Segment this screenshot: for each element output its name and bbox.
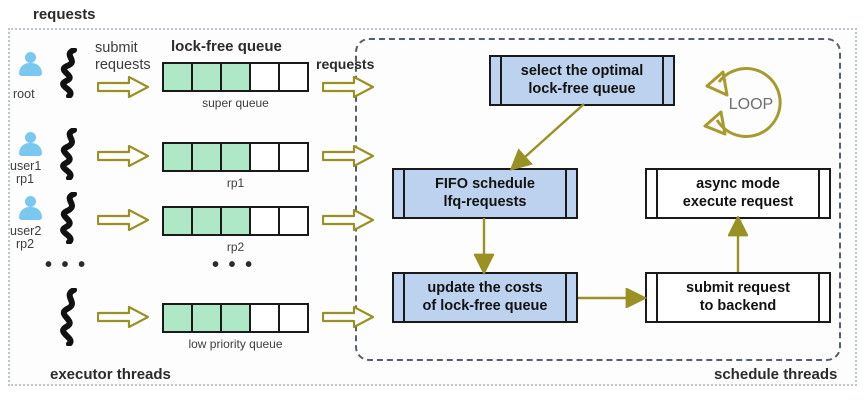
avatar-body-icon [19, 207, 42, 220]
queue-cell [249, 206, 280, 236]
thread-squiggle-user1 [60, 128, 77, 180]
thread-squiggle-user2 [60, 192, 77, 244]
queue-cell [162, 62, 193, 92]
user-label-root: root [13, 87, 35, 101]
submit-arrow-user1 [97, 145, 149, 167]
submit-arrow-low-priority [97, 306, 149, 328]
queue-cell [162, 303, 193, 333]
submit-arrow-user2 [97, 209, 149, 231]
queue-label-rp1: rp1 [226, 176, 245, 190]
connector-submit-to-async [728, 216, 748, 272]
avatar-head-icon [25, 132, 36, 143]
queue-cell [191, 142, 222, 172]
connector-update-to-submit [578, 288, 648, 308]
connector-select-to-fifo [509, 103, 585, 171]
submit-arrow-root [97, 76, 149, 98]
queue-label-super: super queue [202, 96, 269, 110]
queue-cell [249, 303, 280, 333]
queue-cell [278, 62, 309, 92]
queues-ellipsis: • • • [212, 254, 255, 276]
user-avatar-user1 [17, 132, 43, 158]
queue-label-rp2: rp2 [226, 240, 245, 254]
requests-arrow-rp1 [322, 145, 374, 167]
loop-label: LOOP [728, 96, 774, 113]
queue-cell [278, 303, 309, 333]
queue-cell [191, 303, 222, 333]
queue-cell [220, 62, 251, 92]
thread-squiggle-root [60, 48, 77, 98]
queue-cell [162, 206, 193, 236]
queue-cell [220, 206, 251, 236]
queue-cell [220, 303, 251, 333]
queue-cell [249, 142, 280, 172]
requests-title-label: requests [33, 6, 96, 23]
loop-indicator [697, 52, 805, 152]
queue-rp1 [162, 142, 309, 172]
loop-circular-arrow-icon [703, 67, 782, 138]
queue-cell [220, 142, 251, 172]
queue-super [162, 62, 309, 92]
user-label-rp1: rp1 [16, 172, 35, 186]
executor-threads-label: executor threads [50, 366, 171, 383]
requests-arrow-rp2 [322, 209, 374, 231]
requests-arrow-low-priority [322, 306, 374, 328]
queue-cell [191, 62, 222, 92]
queue-cell [278, 206, 309, 236]
user-avatar-user2 [17, 196, 43, 222]
user-avatar-root [17, 52, 43, 78]
queue-cell [191, 206, 222, 236]
avatar-head-icon [25, 52, 36, 63]
user-label-rp2: rp2 [16, 237, 35, 251]
user-label-user2: user2 [10, 224, 42, 238]
queue-cell [162, 142, 193, 172]
lock-free-queue-title-label: lock-free queue [171, 38, 282, 55]
users-ellipsis: • • • [45, 254, 88, 276]
schedule-threads-label: schedule threads [714, 366, 838, 383]
queue-rp2 [162, 206, 309, 236]
requests-arrow-super [322, 76, 374, 98]
queue-label-low-priority: low priority queue [188, 337, 283, 351]
thread-squiggle-low-priority [60, 288, 77, 346]
schedule-threads-container [355, 38, 841, 361]
queue-low-priority [162, 303, 309, 333]
user-label-user1: user1 [10, 159, 42, 173]
queue-cell [249, 62, 280, 92]
connector-fifo-to-update [474, 218, 494, 276]
avatar-body-icon [19, 143, 42, 156]
queue-cell [278, 142, 309, 172]
avatar-head-icon [25, 196, 36, 207]
avatar-body-icon [19, 63, 42, 76]
requests-mid-label: requests [316, 56, 375, 72]
